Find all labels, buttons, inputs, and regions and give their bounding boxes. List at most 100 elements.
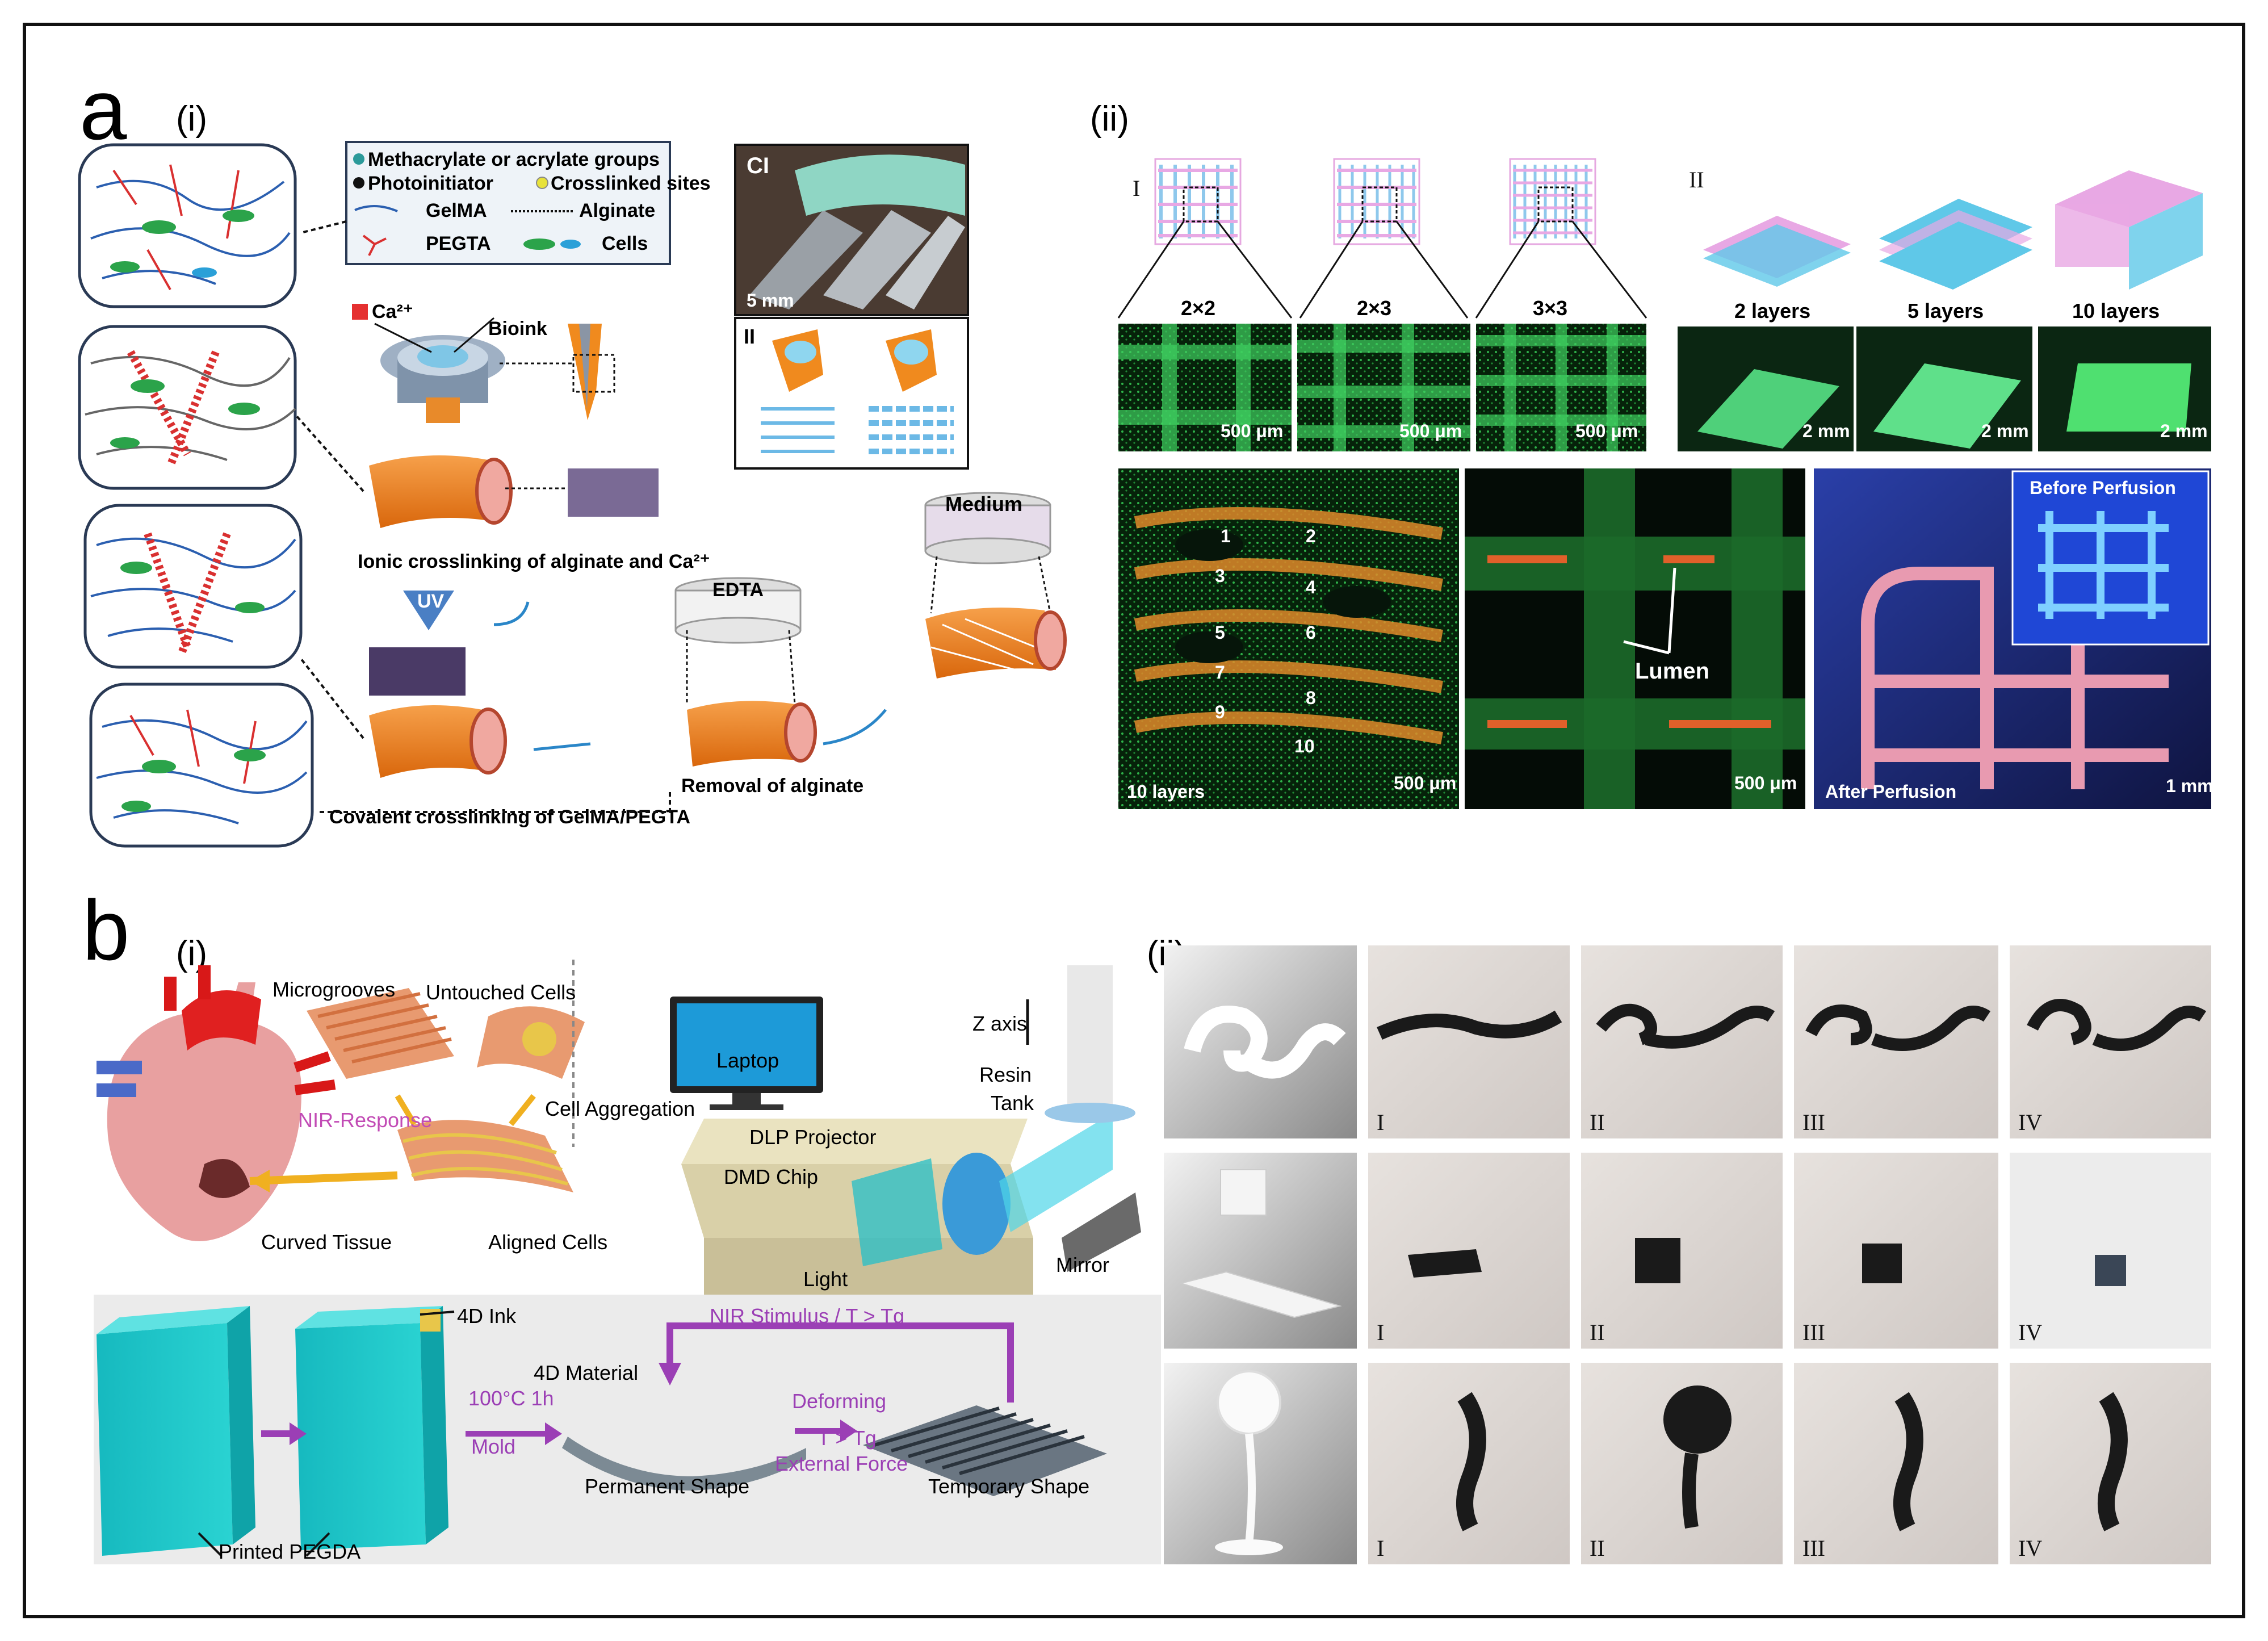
- legend-alginate: Alginate: [579, 200, 655, 221]
- arrow-to-edta: [533, 742, 591, 751]
- figure-frame: [23, 23, 2245, 1618]
- layers-2: 2 layers: [1734, 299, 1810, 323]
- sec-8: 8: [1306, 688, 1316, 708]
- r3-IV: IV: [2018, 1535, 2042, 1561]
- coaxial-nozzle: Ca²⁺ Bioink: [352, 301, 615, 423]
- microgrooves-label: Microgrooves: [273, 978, 395, 1001]
- r1-IV: IV: [2018, 1110, 2042, 1135]
- scale-500-3: 500 μm: [1575, 421, 1638, 441]
- mold-label: Mold: [471, 1435, 515, 1458]
- legend-pegta: PEGTA: [426, 233, 491, 254]
- ii-roman-a: II: [744, 325, 755, 348]
- cell-aggregation-label: Cell Aggregation: [545, 1097, 695, 1120]
- edta-dish: EDTA Removal of alginate: [674, 577, 863, 797]
- layer-photos: [1678, 326, 2211, 451]
- sec-10: 10: [1294, 736, 1315, 756]
- bioink-label: Bioink: [488, 318, 547, 340]
- printed-pegda-label: Printed PEGDA: [219, 1540, 360, 1563]
- panel-a-i-label: (i): [176, 99, 207, 139]
- network-box-3: [83, 504, 303, 669]
- scale-1mm: 1 mm: [2166, 776, 2213, 796]
- ink-4d-label: 4D Ink: [457, 1304, 517, 1328]
- legend-photoinitiator: Photoinitiator: [368, 173, 493, 194]
- a-ii-roman-II: II: [1689, 167, 1704, 192]
- r2-IV: IV: [2018, 1320, 2042, 1345]
- sec-4: 4: [1306, 577, 1316, 597]
- process-schematic: [97, 1306, 1107, 1557]
- uv-label: UV: [417, 591, 445, 612]
- nir-response-label: NIR-Response: [298, 1108, 432, 1132]
- pointer-2: [294, 413, 364, 492]
- tube-covalent: [300, 647, 507, 778]
- medium-label: Medium: [945, 492, 1022, 516]
- lattice-schematics: [1117, 158, 1647, 319]
- legend-crosslinked: Crosslinked sites: [551, 173, 711, 194]
- light-label: Light: [803, 1267, 848, 1291]
- r1-I: I: [1377, 1110, 1384, 1135]
- material-legend: Methacrylate or acrylate groups Photoini…: [345, 141, 711, 265]
- ca-label: Ca²⁺: [372, 301, 413, 323]
- legend-methacrylate: Methacrylate or acrylate groups: [368, 149, 660, 170]
- temporary-shape-label: Temporary Shape: [928, 1475, 1089, 1498]
- covalent-label: Covalent crosslinking of GelMA/PEGTA: [329, 806, 690, 828]
- removal-label: Removal of alginate: [681, 775, 863, 797]
- uv-arrow: [493, 601, 530, 626]
- permanent-shape-label: Permanent Shape: [585, 1475, 749, 1498]
- legend-gelma: GelMA: [426, 200, 487, 221]
- network-box-2: [78, 325, 297, 490]
- sec-5: 5: [1215, 622, 1225, 643]
- sec-1: 1: [1221, 526, 1231, 546]
- legend-cells: Cells: [602, 233, 648, 254]
- scale-500-2: 500 μm: [1399, 421, 1462, 441]
- sec-6: 6: [1306, 622, 1316, 643]
- network-box-1: [78, 143, 297, 308]
- sec-9: 9: [1215, 702, 1225, 722]
- uv-triangle: UV: [403, 591, 454, 630]
- scale-5mm: 5 mm: [747, 290, 794, 311]
- untouched-cells-label: Untouched Cells: [426, 981, 576, 1004]
- legend-pointer: [300, 220, 347, 234]
- lumen-label: Lumen: [1635, 659, 1709, 684]
- grid-2x3: 2×3: [1357, 296, 1391, 320]
- b-ii-row-flower: [1164, 1363, 2211, 1564]
- layers-10: 10 layers: [2072, 299, 2160, 323]
- scale-2mm-1: 2 mm: [1802, 421, 1850, 441]
- cross-section-micrograph: [1118, 468, 1459, 809]
- external-force-label: External Force: [775, 1452, 908, 1475]
- dlp-setup: [670, 965, 1141, 1295]
- r2-II: II: [1590, 1320, 1605, 1345]
- step-100c-label: 100°C 1h: [468, 1387, 554, 1410]
- medium-dish: Medium: [924, 492, 1067, 679]
- pointer-4: [318, 792, 671, 813]
- tissue-schematic: [249, 960, 585, 1192]
- lattice-micrographs: [1118, 324, 1646, 451]
- curved-tissue-label: Curved Tissue: [261, 1230, 392, 1254]
- sec-3: 3: [1215, 566, 1225, 586]
- layers-5: 5 layers: [1908, 299, 1984, 323]
- b-ii-row-cube: [1164, 1153, 2211, 1349]
- r3-III: III: [1802, 1535, 1825, 1561]
- tube-ionic: Ionic crosslinking of alginate and Ca²⁺: [358, 455, 710, 572]
- b-ii-row-spiral: [1164, 945, 2211, 1138]
- resin-label: Resin: [979, 1063, 1032, 1086]
- network-box-4: [89, 683, 314, 848]
- r3-I: I: [1377, 1535, 1384, 1561]
- r2-I: I: [1377, 1320, 1384, 1345]
- heart-illustration: [97, 965, 336, 1241]
- ci-photo: CI 5 mm: [734, 144, 969, 316]
- after-perfusion-label: After Perfusion: [1825, 781, 1956, 802]
- mirror-label: Mirror: [1056, 1253, 1109, 1276]
- r1-III: III: [1802, 1110, 1825, 1135]
- ten-layers-label: 10 layers: [1127, 781, 1205, 802]
- before-perfusion-label: Before Perfusion: [2030, 478, 2176, 498]
- lumen-micrograph: [1465, 468, 1805, 809]
- grid-2x2: 2×2: [1181, 296, 1215, 320]
- edta-label: EDTA: [712, 579, 764, 601]
- panel-letter-b: b: [82, 882, 129, 978]
- panel-letter-a: a: [79, 62, 127, 157]
- grid-3x3: 3×3: [1533, 296, 1567, 320]
- sec-7: 7: [1215, 662, 1225, 683]
- ionic-label: Ionic crosslinking of alginate and Ca²⁺: [358, 551, 710, 572]
- panel-a-ii-label: (ii): [1090, 99, 1129, 139]
